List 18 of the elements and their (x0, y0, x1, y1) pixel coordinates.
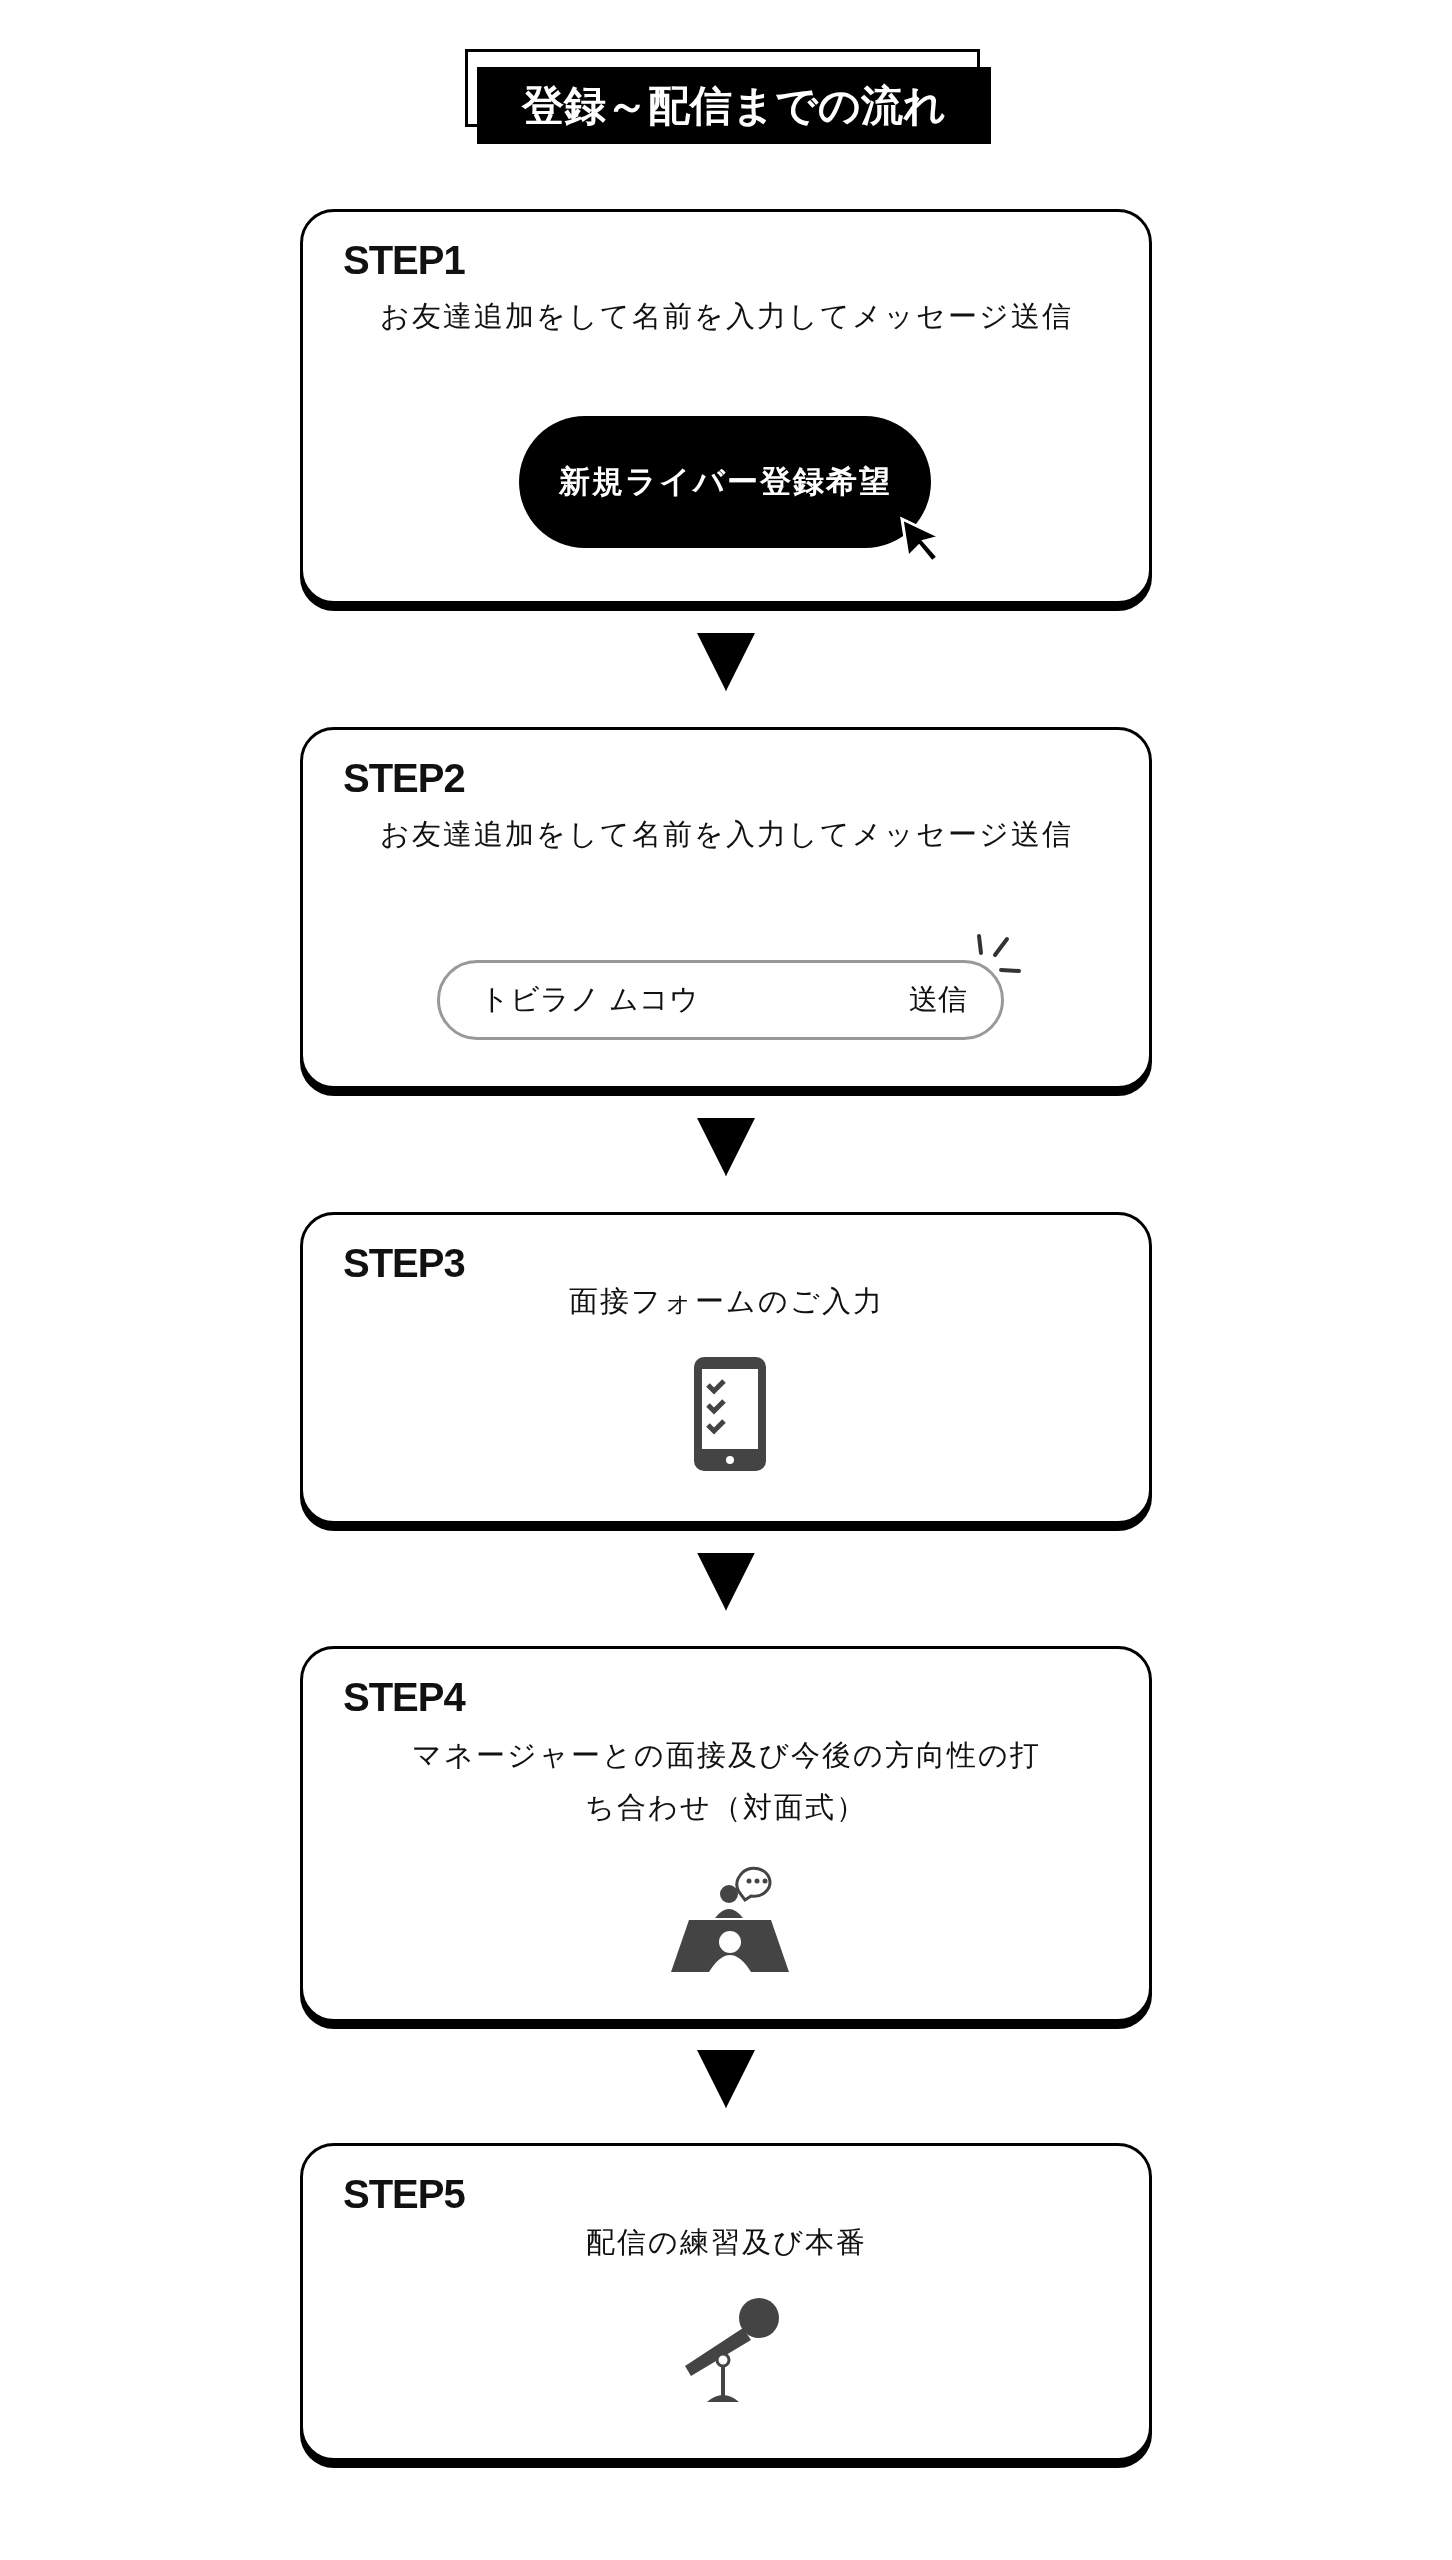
step-label: STEP2 (343, 756, 465, 801)
down-arrow (697, 2050, 755, 2109)
down-arrow (697, 1118, 755, 1177)
title: 登録～配信までの流れ (477, 67, 991, 144)
step-description: マネージャーとの面接及び今後の方向性の打ち合わせ（対面式） (410, 1737, 1042, 1826)
pill-button: 新規ライバー登録希望 (519, 416, 931, 548)
step-description: 面接フォームのご入力 (567, 1283, 885, 1320)
send-label: 送信 (909, 981, 967, 1018)
step-label: STEP5 (343, 2172, 465, 2217)
down-arrow (697, 633, 755, 692)
step-label: STEP1 (343, 238, 465, 283)
down-arrow (697, 1552, 755, 1611)
input-text: トビラノ ムコウ (480, 981, 700, 1018)
step-description: 配信の練習及び本番 (584, 2224, 868, 2261)
step-description: お友達追加をして名前を入力してメッセージ送信 (378, 298, 1074, 335)
step-description: お友達追加をして名前を入力してメッセージ送信 (378, 816, 1074, 853)
step-label: STEP3 (343, 1241, 465, 1286)
step-label: STEP4 (343, 1675, 465, 1720)
